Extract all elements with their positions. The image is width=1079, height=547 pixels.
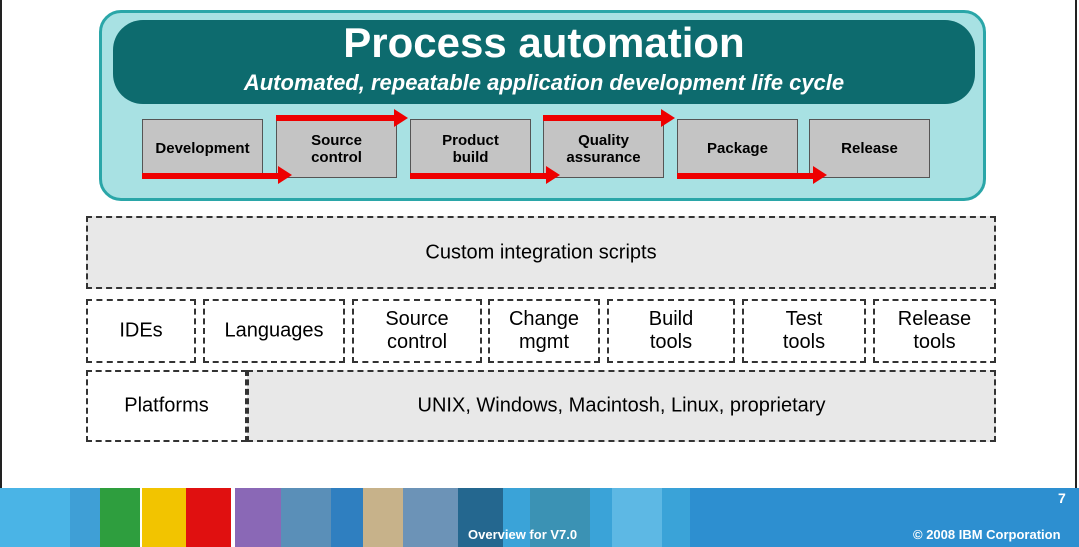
stage-quality-assurance: Quality assurance — [543, 119, 664, 178]
tool-label: tools — [649, 331, 693, 353]
footer-tile — [100, 488, 140, 547]
copyright-text: © 2008 IBM Corporation — [913, 527, 1061, 542]
stage-label: Package — [707, 140, 768, 157]
footer-tile — [140, 488, 142, 547]
stage-development: Development — [142, 119, 263, 178]
stage-label: Source — [311, 131, 362, 149]
footer-image-crane-icon — [281, 488, 331, 547]
right-frame-line — [1075, 0, 1077, 488]
tool-label: Test — [785, 308, 823, 330]
title-band — [113, 20, 975, 104]
page-subtitle: Automated, repeatable application develo… — [243, 70, 845, 95]
flow-arrow-bar — [677, 173, 817, 179]
footer-tile — [231, 488, 235, 547]
tool-label: Release — [897, 308, 972, 330]
page-title: Process automation — [343, 19, 745, 66]
tool-box-change-mgmt: Change mgmt — [488, 299, 600, 363]
flow-arrow-bar — [543, 115, 665, 121]
footer-tile — [690, 488, 1079, 547]
tool-label: Source — [385, 308, 449, 330]
tool-box-test-tools: Test tools — [742, 299, 866, 363]
tool-box-release-tools: Release tools — [873, 299, 996, 363]
footer-tile — [186, 488, 231, 547]
stage-label: assurance — [566, 148, 641, 166]
footer-tile — [142, 488, 186, 547]
stage-label: Release — [841, 140, 898, 157]
footer-tile — [612, 488, 662, 547]
platforms-box: Platforms — [86, 370, 247, 442]
footer-center-text: Overview for V7.0 — [468, 527, 578, 542]
tool-label: tools — [782, 331, 826, 353]
tool-box-source-control: Source control — [352, 299, 482, 363]
footer-image-wave-icon — [331, 488, 363, 547]
flow-arrow-head-icon — [546, 166, 560, 184]
platforms-values: UNIX, Windows, Macintosh, Linux, proprie… — [417, 394, 826, 417]
stage-source-control: Source control — [276, 119, 397, 178]
left-frame-line — [0, 0, 2, 488]
tool-label: IDEs — [119, 319, 163, 342]
tool-label: Build — [648, 308, 694, 330]
stage-label: control — [311, 148, 362, 166]
flow-arrow-bar — [410, 173, 550, 179]
footer-band: Overview for V7.0 7 © 2008 IBM Corporati… — [0, 488, 1079, 547]
tool-label: Change — [508, 308, 580, 330]
stage-label: build — [452, 148, 489, 166]
tool-label: mgmt — [519, 331, 569, 353]
footer-tile — [70, 488, 100, 547]
footer-image-network-icon — [530, 488, 590, 547]
flow-arrow-head-icon — [394, 109, 408, 127]
flow-arrow-head-icon — [813, 166, 827, 184]
flow-arrow-bar — [276, 115, 398, 121]
stage-label: Quality — [578, 131, 629, 149]
stage-product-build: Product build — [410, 119, 531, 178]
tool-label: Languages — [224, 319, 324, 342]
tool-box-languages: Languages — [203, 299, 345, 363]
platforms-values-box: UNIX, Windows, Macintosh, Linux, proprie… — [247, 370, 996, 442]
integration-scripts-label: Custom integration scripts — [425, 241, 657, 263]
stage-release: Release — [809, 119, 930, 178]
footer-tile — [0, 488, 70, 547]
tool-box-build-tools: Build tools — [607, 299, 735, 363]
stage-label: Development — [155, 140, 250, 157]
tool-box-ides: IDEs — [86, 299, 196, 363]
stage-package: Package — [677, 119, 798, 178]
flow-arrow-head-icon — [661, 109, 675, 127]
footer-tile — [235, 488, 281, 547]
flow-arrow-head-icon — [278, 166, 292, 184]
page-number: 7 — [1058, 490, 1066, 506]
footer-image-map-icon — [403, 488, 458, 547]
flow-arrow-bar — [142, 173, 282, 179]
tool-label: tools — [913, 331, 956, 353]
tool-label: control — [386, 331, 448, 353]
platforms-label: Platforms — [124, 394, 209, 417]
footer-image-globe-icon — [458, 488, 503, 547]
footer-image-person-icon — [363, 488, 403, 547]
stage-label: Product — [442, 131, 499, 149]
integration-scripts-box: Custom integration scripts — [86, 216, 996, 289]
